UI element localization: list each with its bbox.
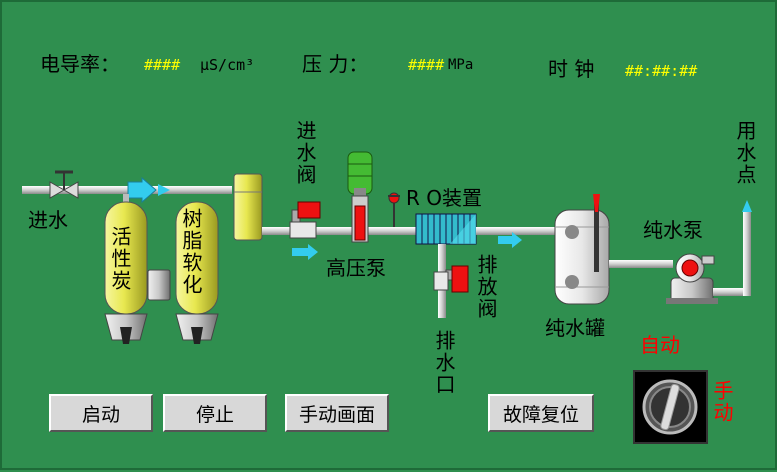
inlet-solenoid-valve-icon <box>289 201 321 239</box>
stop-button[interactable]: 停止 <box>163 394 267 432</box>
carbon-filter-vessel <box>104 194 148 344</box>
pure-water-tank-label: 纯水罐 <box>545 316 605 340</box>
conductivity-value: #### <box>144 56 181 74</box>
ro-unit-label: R O装置 <box>406 186 482 210</box>
inlet-manual-valve-icon <box>49 170 79 199</box>
flow-arrow-icon-3 <box>498 232 522 248</box>
carbon-filter-label: 活性炭 <box>108 226 132 292</box>
point-of-use-label: 用水点 <box>733 120 757 186</box>
manual-screen-button[interactable]: 手动画面 <box>285 394 389 432</box>
conductivity-label: 电导率： <box>40 52 120 76</box>
resin-softener-vessel <box>175 201 219 344</box>
auto-mode-label: 自动 <box>640 333 680 357</box>
pure-water-pump-icon <box>666 253 718 304</box>
inlet-pipe <box>22 186 232 194</box>
clock-value: ##:##:## <box>625 62 698 80</box>
flow-arrow-icon <box>127 176 170 204</box>
high-pressure-pump-label: 高压泵 <box>326 256 386 280</box>
pressure-unit: MPa <box>448 57 474 73</box>
inlet-valve-label: 进水阀 <box>293 120 317 186</box>
clock-label: 时 钟 <box>548 57 595 81</box>
resin-softener-label: 树脂软化 <box>179 208 203 296</box>
drain-outlet-label: 排水口 <box>432 330 456 396</box>
inlet-label: 进水 <box>28 208 68 232</box>
brine-tank <box>147 269 171 301</box>
pressure-value: #### <box>408 56 445 74</box>
high-pressure-pump-icon <box>347 151 373 243</box>
mode-selector-switch[interactable] <box>633 370 708 444</box>
ro-membrane-unit <box>415 213 477 245</box>
pressure-label: 压 力： <box>302 52 369 76</box>
pure-water-pump-label: 纯水泵 <box>643 218 703 242</box>
pure-water-tank <box>554 194 610 305</box>
selector-knob-icon <box>642 379 698 435</box>
drain-valve-icon <box>433 265 469 293</box>
start-button[interactable]: 启动 <box>49 394 153 432</box>
outlet-arrow-icon <box>742 200 752 212</box>
drain-valve-label: 排放阀 <box>474 254 498 320</box>
pressure-gauge-icon <box>388 192 400 227</box>
cartridge-filter <box>233 173 263 241</box>
manual-mode-label: 手动 <box>710 380 734 424</box>
flow-arrow-icon-2 <box>292 244 318 260</box>
fault-reset-button[interactable]: 故障复位 <box>488 394 594 432</box>
conductivity-unit: μS/cm³ <box>200 56 255 74</box>
